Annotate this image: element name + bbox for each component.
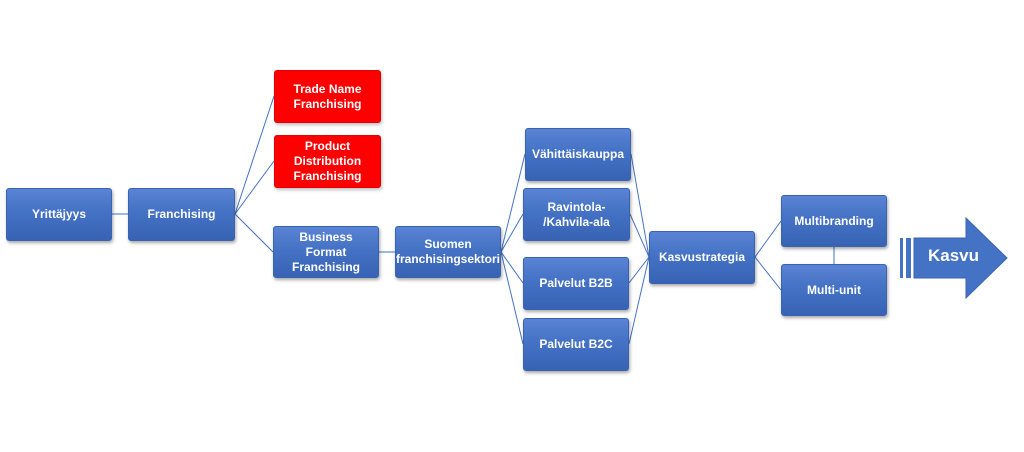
connector-suomen-ravintola bbox=[500, 213, 524, 253]
connector-vahittaiskauppa-kasvustrategia bbox=[630, 153, 650, 258]
connector-franchising-product-distribution bbox=[234, 160, 275, 215]
node-palvelut-b2b: Palvelut B2B bbox=[523, 257, 629, 310]
connector-suomen-vahittaiskauppa bbox=[500, 153, 526, 253]
node-product-distribution-franchising: Product Distribution Franchising bbox=[274, 135, 381, 188]
node-franchising: Franchising bbox=[128, 188, 235, 241]
node-trade-name-franchising: Trade Name Franchising bbox=[274, 70, 381, 123]
node-palvelut-b2c-label: Palvelut B2C bbox=[539, 337, 613, 351]
node-trade-name-franchising-label: Trade Name Franchising bbox=[293, 81, 362, 111]
node-yrittajyys: Yrittäjyys bbox=[6, 188, 112, 241]
kasvu-arrow-label: Kasvu bbox=[928, 246, 980, 265]
node-palvelut-b2b-label: Palvelut B2B bbox=[539, 276, 613, 290]
kasvu-arrow-stripe-1 bbox=[900, 238, 903, 278]
node-business-format-franchising-label: Business Format Franchising bbox=[291, 229, 360, 274]
node-ravintola-kahvila-ala: Ravintola- /Kahvila-ala bbox=[523, 188, 630, 241]
node-multi-unit: Multi-unit bbox=[781, 264, 887, 316]
node-palvelut-b2c: Palvelut B2C bbox=[523, 318, 629, 371]
connector-kasvustrategia-multi-unit bbox=[754, 256, 782, 291]
connector-suomen-b2c bbox=[500, 251, 524, 345]
node-multi-unit-label: Multi-unit bbox=[807, 282, 861, 297]
node-vahittaiskauppa: Vähittäiskauppa bbox=[525, 128, 631, 181]
node-suomen-franchisingsektori: Suomen franchisingsektori bbox=[395, 226, 501, 278]
node-multibranding-label: Multibranding bbox=[794, 213, 874, 228]
node-kasvustrategia-label: Kasvustrategia bbox=[658, 250, 746, 264]
node-ravintola-kahvila-ala-label: Ravintola- /Kahvila-ala bbox=[543, 199, 610, 229]
node-multibranding: Multibranding bbox=[781, 195, 887, 247]
connector-lines bbox=[112, 95, 835, 345]
connector-franchising-trade-name bbox=[234, 95, 275, 215]
node-franchising-label: Franchising bbox=[147, 207, 216, 221]
connector-ravintola-kasvustrategia bbox=[629, 213, 650, 258]
node-suomen-franchisingsektori-label: Suomen franchisingsektori bbox=[395, 237, 501, 266]
node-vahittaiskauppa-label: Vähittäiskauppa bbox=[531, 147, 625, 161]
kasvu-arrow-stripe-2 bbox=[906, 238, 911, 278]
connector-b2c-kasvustrategia bbox=[628, 256, 650, 345]
connector-suomen-b2b bbox=[500, 251, 524, 284]
kasvu-arrow-body bbox=[913, 216, 1008, 300]
kasvu-arrow bbox=[900, 216, 1008, 300]
node-product-distribution-franchising-label: Product Distribution Franchising bbox=[293, 139, 362, 183]
connector-franchising-business-format bbox=[234, 213, 274, 253]
connector-b2b-kasvustrategia bbox=[628, 256, 650, 284]
connector-kasvustrategia-multibranding bbox=[754, 220, 782, 258]
node-business-format-franchising: Business Format Franchising bbox=[273, 226, 379, 278]
node-kasvustrategia: Kasvustrategia bbox=[649, 231, 755, 284]
node-yrittajyys-label: Yrittäjyys bbox=[31, 207, 87, 221]
